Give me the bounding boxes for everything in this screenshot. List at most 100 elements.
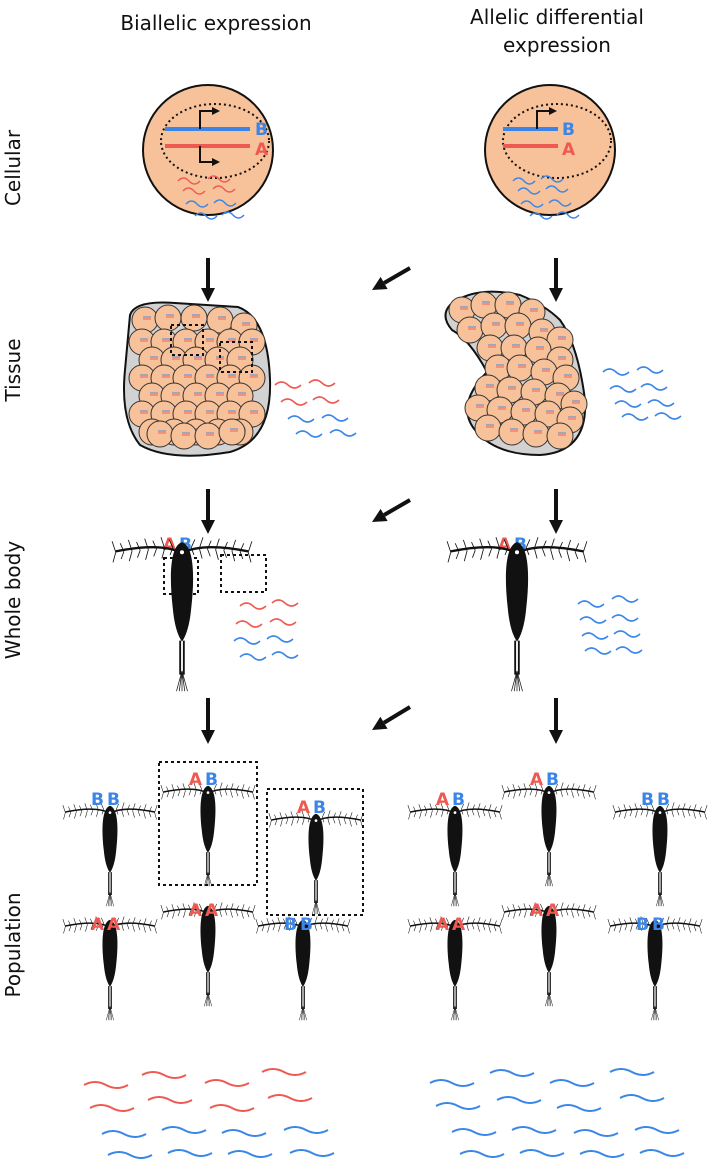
transcription-arrow-icon [536, 107, 557, 129]
transcript-wave [221, 211, 245, 219]
row-label-whole-body: Whole body [1, 541, 25, 660]
genotype-allele-label: A [189, 901, 203, 921]
arrowhead-icon [372, 508, 388, 522]
transcript-wave [267, 1094, 313, 1102]
transcript-wave [647, 399, 675, 407]
genotype-allele-label: B [284, 915, 297, 935]
transcript-wave [321, 414, 349, 422]
transcript-wave [573, 1129, 619, 1137]
tissue-cell [504, 312, 532, 340]
tissue-cell [194, 422, 222, 450]
transcript-wave [459, 1150, 505, 1158]
left-whole-body: AB [111, 535, 299, 692]
transcript-wave [451, 1128, 497, 1136]
genotype-allele-label: B [91, 790, 104, 810]
copepod-icon [501, 902, 597, 1007]
transcript-wave [161, 1126, 207, 1134]
transcript-wave [511, 1126, 557, 1134]
zoom-box [219, 341, 253, 373]
transcript-wave [579, 1150, 625, 1158]
transcript-wave [556, 211, 580, 219]
arrowhead-icon [549, 730, 563, 744]
transcript-wave [83, 1081, 129, 1089]
allele-b-label: B [255, 120, 268, 140]
allele-b-label: B [562, 120, 575, 140]
transcripts-icon [233, 599, 299, 661]
tissue-cell [154, 304, 182, 332]
copepod-icon [160, 902, 256, 1007]
right-column-title-line2: expression [503, 33, 611, 57]
zoom-box [220, 554, 267, 593]
transcript-wave [233, 637, 261, 645]
transcript-wave [579, 616, 607, 624]
transcript-wave [611, 595, 639, 603]
copepod-icon [501, 782, 597, 887]
copepod-icon [111, 537, 253, 692]
transcript-wave [213, 199, 237, 207]
transcript-wave [280, 398, 308, 406]
copepod-icon [62, 802, 158, 907]
transcript-wave [209, 1104, 255, 1112]
transcript-wave [182, 187, 206, 195]
transcript-wave [235, 620, 263, 628]
flow-arrows [201, 258, 563, 744]
tissue-cell [522, 420, 550, 448]
transcript-wave [640, 383, 668, 391]
transcript-wave [602, 368, 630, 376]
genotype-allele-label: B [636, 915, 649, 935]
genotype-allele-label: A [436, 790, 450, 810]
tissue-cell [456, 316, 484, 344]
arrowhead-icon [549, 520, 563, 534]
tissue-cell [498, 418, 526, 446]
genotype-allele-label: B [657, 790, 670, 810]
transcript-wave [271, 651, 299, 659]
transcription-arrow-icon [199, 146, 220, 166]
flow-arrow-icon [383, 266, 412, 285]
genotype-allele-label: B [641, 790, 654, 810]
transcript-wave [614, 400, 642, 408]
transcript-wave [239, 653, 267, 661]
transcript-wave [621, 413, 649, 421]
transcript-wave [107, 1151, 153, 1159]
genotype-allele-label: A [452, 915, 466, 935]
transcript-wave [101, 1130, 147, 1138]
transcript-wave [435, 1102, 481, 1110]
genotype-allele-label: B [452, 790, 465, 810]
transcript-wave [227, 1150, 273, 1158]
genotype-allele-label: A [107, 915, 121, 935]
genotype-allele-label: A [189, 770, 203, 790]
transcripts-icon [577, 595, 643, 655]
transcript-wave [194, 212, 218, 220]
right-tissue [444, 290, 682, 457]
copepod-icon [62, 916, 158, 1021]
genotype-allele-label: B [652, 915, 665, 935]
transcript-wave [548, 199, 572, 207]
left-tissue [123, 301, 357, 457]
transcript-wave [261, 1068, 307, 1076]
transcript-wave [141, 1071, 187, 1079]
transcripts-icon [83, 1068, 335, 1159]
genotype-allele-label: A [436, 915, 450, 935]
tissue-cell [474, 414, 502, 442]
arrowhead-icon [201, 520, 215, 534]
genotype-allele-label: B [313, 798, 326, 818]
allele-a-label: A [255, 140, 269, 160]
copepod-icon [407, 802, 503, 907]
arrowhead-icon [372, 276, 388, 290]
transcript-wave [239, 602, 267, 610]
copepod-icon [612, 802, 708, 907]
transcript-wave [636, 366, 664, 374]
transcript-wave [489, 1069, 535, 1077]
tissue-cell [180, 304, 208, 332]
row-label-tissue: Tissue [1, 339, 25, 403]
transcript-wave [619, 1094, 665, 1102]
arrowhead-icon [201, 288, 215, 302]
transcript-wave [185, 200, 209, 208]
flow-arrow-icon [383, 498, 412, 517]
genotype-allele-label: A [297, 798, 311, 818]
genotype-allele-label: B [107, 790, 120, 810]
genotype-allele-label: A [530, 770, 544, 790]
transcripts-icon [177, 175, 245, 220]
